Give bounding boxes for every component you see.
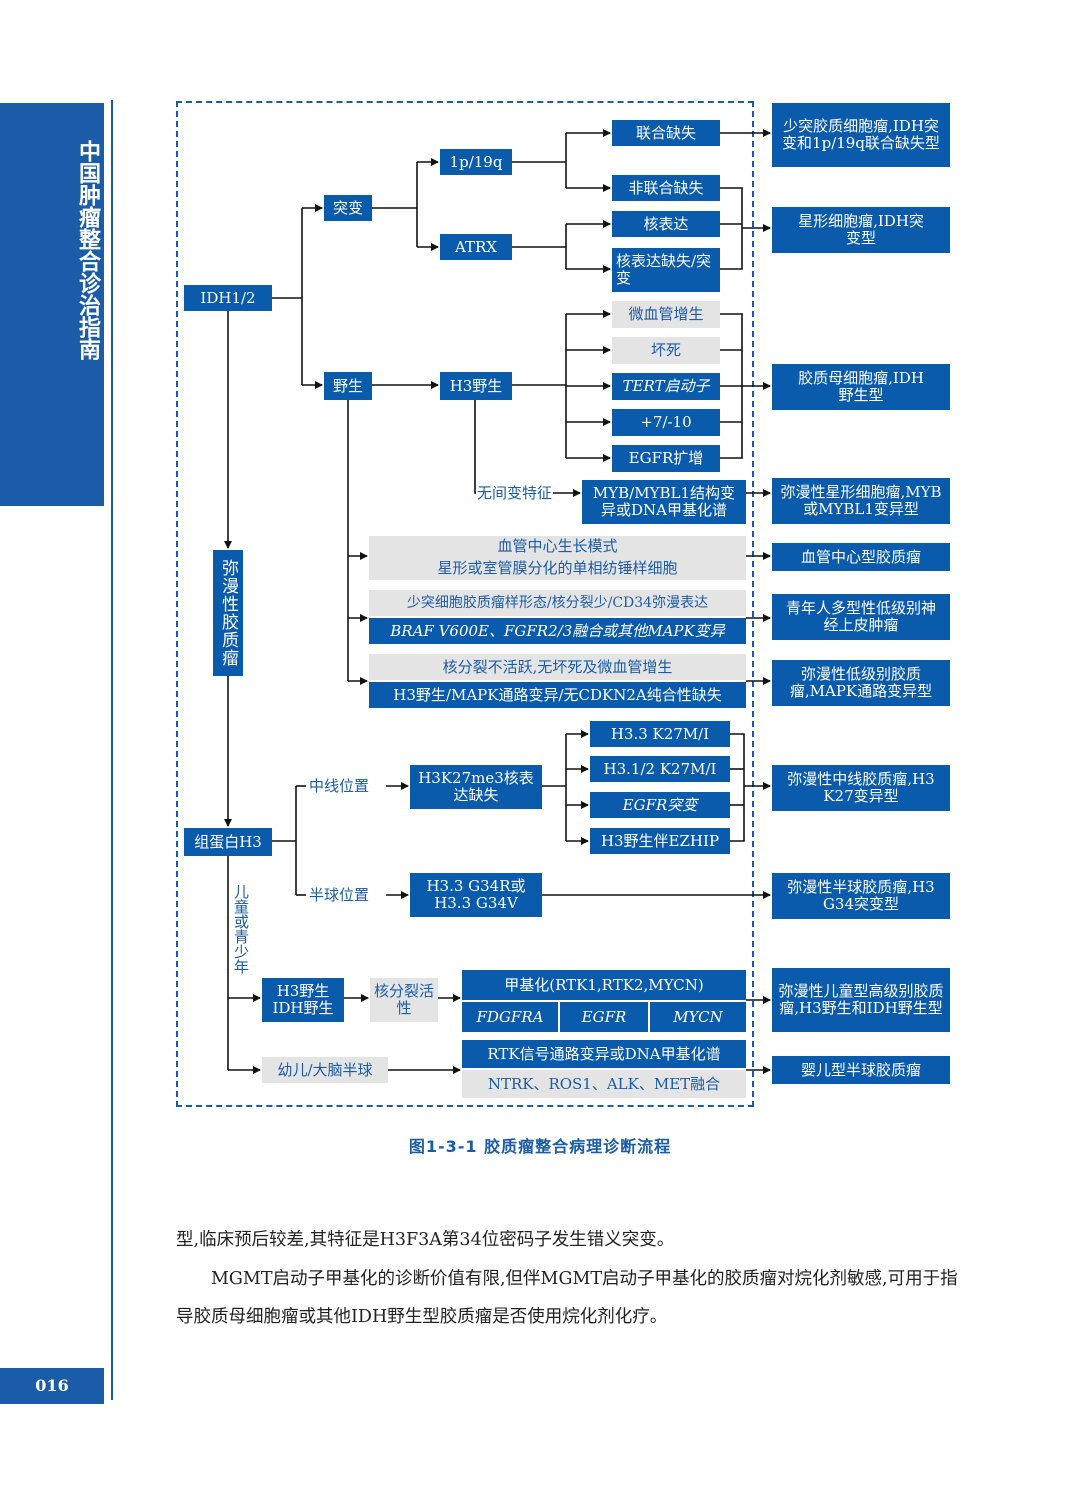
outcome-angiocentric: 血管中心型胶质瘤 xyxy=(772,543,950,571)
body-paragraph-1: 型,临床预后较差,其特征是H3F3A第34位密码子发生错义突变。 xyxy=(176,1230,675,1250)
node-myb: MYB/MYBL1结构变异或DNA甲基化谱 xyxy=(582,480,746,524)
outcome-infant-hemispheric: 婴儿型半球胶质瘤 xyxy=(772,1056,950,1084)
tert-text: TERT启动子 xyxy=(622,377,710,395)
node-methylation: 甲基化(RTK1,RTK2,MYCN) xyxy=(462,970,746,1000)
outcome-glioblastoma: 胶质母细胞瘤,IDH野生型 xyxy=(772,364,950,410)
diagram-frame xyxy=(176,101,754,1107)
node-g34: H3.3 G34R或H3.3 G34V xyxy=(410,873,542,917)
node-noncodel: 非联合缺失 xyxy=(612,175,720,201)
node-diffuse-glioma: 弥漫性胶质瘤 xyxy=(213,550,243,676)
label-no-anaplastic: 无间变特征 xyxy=(476,484,554,502)
outcome-dmg-k27: 弥漫性中线胶质瘤,H3 K27变异型 xyxy=(772,765,950,811)
node-wild: 野生 xyxy=(324,372,372,400)
side-divider xyxy=(111,100,113,1400)
node-mutant: 突变 xyxy=(324,195,372,221)
outcome-dhg-g34: 弥漫性半球胶质瘤,H3 G34突变型 xyxy=(772,873,950,919)
node-ntrk: NTRK、ROS1、ALK、MET融合 xyxy=(462,1070,746,1098)
outcome-dlgg-mapk: 弥漫性低级别胶质瘤,MAPK通路变异型 xyxy=(772,660,950,706)
body-paragraph-2: MGMT启动子甲基化的诊断价值有限,但伴MGMT启动子甲基化的胶质瘤对烷化剂敏感… xyxy=(176,1269,958,1327)
node-pylnet-a: 少突细胞胶质瘤样形态/核分裂少/CD34弥漫表达 xyxy=(369,590,746,616)
node-nuclear-expression: 核表达 xyxy=(612,211,720,237)
node-h3-wild: H3野生 xyxy=(440,372,512,400)
node-fdgfra: FDGFRA xyxy=(462,1002,558,1032)
node-codel: 联合缺失 xyxy=(612,120,720,146)
label-hemisphere: 半球位置 xyxy=(308,886,371,904)
node-dlgg-a: 核分裂不活跃,无坏死及微血管增生 xyxy=(369,654,746,680)
node-dlgg-b: H3野生/MAPK通路变异/无CDKN2A纯合性缺失 xyxy=(369,682,746,708)
page-number: 016 xyxy=(0,1368,104,1404)
node-h3-idh-wild: H3野生IDH野生 xyxy=(262,978,344,1022)
figure-caption: 图1-3-1 胶质瘤整合病理诊断流程 xyxy=(408,1137,672,1156)
node-h312-k27m: H3.1/2 K27M/I xyxy=(590,756,730,782)
node-chr7-10: +7/-10 xyxy=(612,409,720,436)
node-1p19q: 1p/19q xyxy=(440,149,512,175)
node-idh: IDH1/2 xyxy=(184,285,272,311)
node-microvascular: 微血管增生 xyxy=(612,301,720,328)
outcome-pylnet: 青年人多型性低级别神经上皮肿瘤 xyxy=(772,594,950,640)
side-title: 中国肿瘤整合诊治指南 xyxy=(75,140,100,360)
node-pylnet-b: BRAF V600E、FGFR2/3融合或其他MAPK变异 xyxy=(369,618,746,644)
node-tert: TERT启动子 xyxy=(612,373,720,400)
node-necrosis: 坏死 xyxy=(612,337,720,364)
outcome-oligodendroglioma: 少突胶质细胞瘤,IDH突变和1p/19q联合缺失型 xyxy=(772,103,950,167)
side-tab xyxy=(0,103,104,506)
node-mitotic: 核分裂活性 xyxy=(370,978,438,1022)
node-infant-hemisphere: 幼儿/大脑半球 xyxy=(262,1057,388,1083)
node-angiocentric-a: 血管中心生长模式 xyxy=(369,536,746,557)
node-nuclear-loss: 核表达缺失/突变 xyxy=(612,248,720,292)
outcome-myb: 弥漫性星形细胞瘤,MYB或MYBL1变异型 xyxy=(772,478,950,524)
node-h33-k27m: H3.3 K27M/I xyxy=(590,721,730,747)
node-histone-h3: 组蛋白H3 xyxy=(184,828,272,856)
label-child-adolescent: 儿童或青少年 xyxy=(231,884,251,974)
node-h3k27me3-loss: H3K27me3核表达缺失 xyxy=(410,765,542,809)
node-egfr: EGFR xyxy=(560,1002,648,1032)
node-rtk: RTK信号通路变异或DNA甲基化谱 xyxy=(462,1040,746,1068)
node-egfr-mut: EGFR突变 xyxy=(590,792,730,818)
node-atrx: ATRX xyxy=(440,234,512,260)
node-egfr-amp: EGFR扩增 xyxy=(612,445,720,472)
outcome-pediatric-hgg: 弥漫性儿童型高级别胶质瘤,H3野生和IDH野生型 xyxy=(772,968,950,1032)
label-midline: 中线位置 xyxy=(308,777,371,795)
node-angiocentric-b: 星形或室管膜分化的单相纺锤样细胞 xyxy=(369,557,746,580)
node-h3-ezhip: H3野生伴EZHIP xyxy=(590,828,730,854)
outcome-astrocytoma: 星形细胞瘤,IDH突变型 xyxy=(772,207,950,253)
node-mycn: MYCN xyxy=(650,1002,746,1032)
